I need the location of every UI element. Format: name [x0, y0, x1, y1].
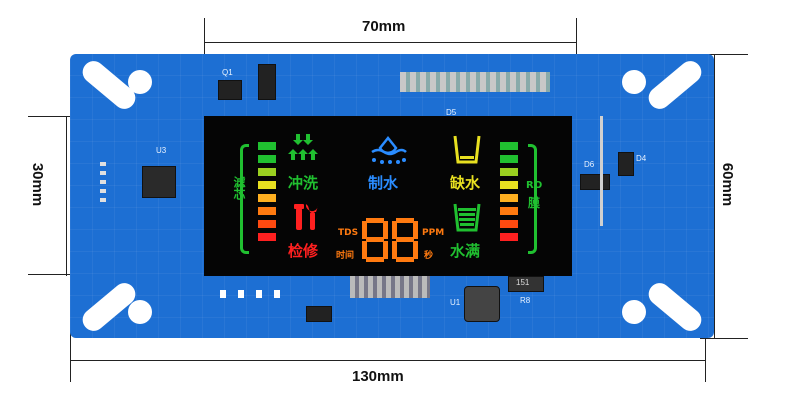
- full-tank-icon: [452, 202, 482, 232]
- digit-1: [362, 218, 388, 262]
- lcd-display: 滤芯 冲洗 检修: [204, 116, 572, 276]
- label-u3: U3: [156, 146, 167, 155]
- mount-hole-br: [622, 300, 646, 324]
- dim-top-label: 70mm: [362, 18, 406, 35]
- level-bar-right-2: [500, 155, 518, 163]
- component-top: [258, 64, 276, 100]
- diode-d4: [618, 152, 634, 176]
- header-pins: [400, 72, 550, 92]
- vertical-track: [600, 116, 603, 226]
- level-bar-right-4: [500, 181, 518, 189]
- level-bar-left-5: [258, 194, 276, 202]
- make-water-label: 制水: [368, 174, 399, 192]
- flush-arrows-icon: [288, 134, 324, 162]
- pads-left: [100, 158, 106, 202]
- water-shortage-label: 缺水: [450, 174, 481, 192]
- label-r8: R8: [520, 296, 531, 305]
- dim-right-line: [714, 54, 715, 338]
- full-water-label: 水满: [450, 242, 481, 260]
- repair-tools-icon: [292, 202, 322, 232]
- inductor-u1: [464, 286, 500, 322]
- transistor-q1: [218, 80, 242, 100]
- empty-tank-icon: [452, 134, 482, 164]
- dim-right-label: 60mm: [719, 162, 737, 207]
- dim-right-top-tick: [700, 54, 748, 55]
- label-151: 151: [516, 278, 530, 287]
- digit-2: [392, 218, 418, 262]
- heatsink-pins: [350, 274, 430, 298]
- dim-top-line: [204, 42, 576, 43]
- left-bracket: [240, 144, 249, 254]
- level-bar-left-8: [258, 233, 276, 241]
- level-bar-left-1: [258, 142, 276, 150]
- level-bar-right-3: [500, 168, 518, 176]
- dim-left-line: [66, 116, 67, 276]
- pads-bottom: [220, 290, 280, 298]
- dim-bottom-left-tick: [70, 332, 71, 382]
- membrane-label: 膜: [528, 196, 541, 210]
- mount-slot-br: [644, 278, 706, 336]
- dim-bottom-line: [70, 360, 706, 361]
- mount-slot-tr: [644, 56, 706, 114]
- water-drop-icon: [368, 135, 408, 166]
- level-bar-right-8: [500, 233, 518, 241]
- mount-hole-bl: [128, 300, 152, 324]
- level-bar-right-6: [500, 207, 518, 215]
- level-bar-left-2: [258, 155, 276, 163]
- ro-label: RO: [526, 180, 543, 191]
- level-bar-right-1: [500, 142, 518, 150]
- dim-bottom-right-tick: [705, 332, 706, 382]
- level-bar-right-5: [500, 194, 518, 202]
- level-bar-right-7: [500, 220, 518, 228]
- label-d4: D4: [636, 154, 647, 163]
- mount-hole-tl: [128, 70, 152, 94]
- dim-left-label: 30mm: [29, 162, 47, 207]
- repair-label: 检修: [288, 242, 319, 260]
- dim-right-bottom-tick: [700, 338, 748, 339]
- component-bottom: [306, 306, 332, 322]
- resistor-151: [508, 276, 544, 292]
- label-d6: D6: [584, 160, 595, 169]
- level-bar-left-7: [258, 220, 276, 228]
- label-q1: Q1: [222, 68, 233, 77]
- tds-label: TDS: [338, 228, 359, 238]
- filter-label: 滤芯: [232, 176, 246, 200]
- time-label: 时间: [336, 251, 355, 261]
- right-bracket: [528, 144, 537, 254]
- level-bar-left-4: [258, 181, 276, 189]
- ic-u3: [142, 166, 176, 198]
- flush-label: 冲洗: [288, 174, 319, 192]
- mount-hole-tr: [622, 70, 646, 94]
- seconds-label: 秒: [424, 251, 434, 261]
- diode-d6: [580, 174, 610, 190]
- ppm-label: PPM: [422, 228, 445, 238]
- label-d5: D5: [446, 108, 457, 117]
- level-bar-left-6: [258, 207, 276, 215]
- label-u1: U1: [450, 298, 461, 307]
- dim-bottom-label: 130mm: [352, 368, 404, 385]
- level-bar-left-3: [258, 168, 276, 176]
